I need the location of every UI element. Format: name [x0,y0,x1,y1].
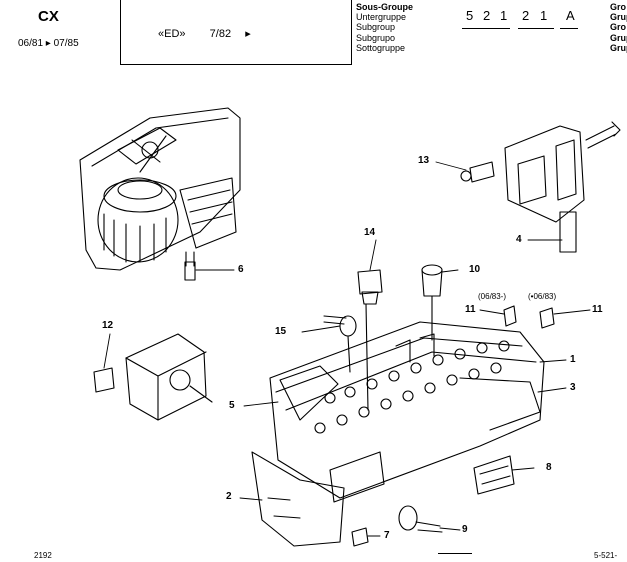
callout-11-right: 11 [592,304,603,315]
callout-12: 12 [102,320,114,331]
edition-info: «ED» 7/82 ▸ [158,27,251,40]
group-label: Gro [610,22,627,33]
callout-5: 5 [229,400,235,411]
note-after-date: (•06/83) [528,292,557,301]
callout-13: 13 [418,155,430,166]
production-date-range: 06/81 ▸ 07/85 [18,38,79,49]
footer-page-code: 2192 [34,551,52,560]
group-label: Grup [610,32,627,43]
callout-2: 2 [226,491,232,502]
callout-10: 10 [469,264,481,275]
subgroup-label-es: Subgrupo [356,32,396,43]
callout-14: 14 [364,227,376,238]
subgroup-label-fr: Sous-Groupe [356,2,414,12]
footer-rule [438,553,472,554]
subgroup-label-it: Sottogruppe [356,42,406,53]
note-before-date: (06/83-) [478,292,507,301]
group-labels: Gro Grup Gro Grup Grup [610,2,627,53]
subgroup-label-de: Untergruppe [356,12,407,23]
group-label: Grup [610,12,627,23]
subgroup-labels: Sous-Groupe Untergruppe Subgroup Subgrup… [356,2,413,53]
model-code: CX [38,8,59,25]
footer-ref-code: 5-521- [594,551,618,560]
leader-lines [103,161,591,537]
motor-actuator-assembly [79,107,241,281]
subgroup-code-letter: A [566,8,580,23]
group-label: Gro [610,2,627,12]
callout-11-left: 11 [465,304,476,315]
edition-label: «ED» [158,28,186,40]
subgroup-code-digit: 5 [466,8,479,23]
subgroup-code-digit: 1 [540,8,553,23]
callout-1: 1 [570,354,576,365]
main-control-box [251,321,545,547]
callout-7: 7 [384,530,390,541]
code-underline [518,28,554,29]
subgroup-code-digit: 1 [500,8,513,23]
callout-4: 4 [516,234,522,245]
edition-date: 7/82 [209,28,232,40]
small-parts [93,264,555,421]
edition-box [120,0,352,65]
callout-3: 3 [570,382,576,393]
callout-8: 8 [546,462,552,473]
callout-15: 15 [275,326,287,337]
code-underline [462,28,510,29]
subgroup-label-en: Subgroup [356,22,396,33]
code-underline [560,28,578,29]
bracket-assembly [460,121,621,253]
group-label: Grup [610,42,627,53]
callout-9: 9 [462,524,468,535]
callout-6: 6 [238,264,244,275]
edition-arrow: ▸ [245,28,251,40]
subgroup-code-digit: 2 [522,8,535,23]
subgroup-code-digit: 2 [483,8,496,23]
